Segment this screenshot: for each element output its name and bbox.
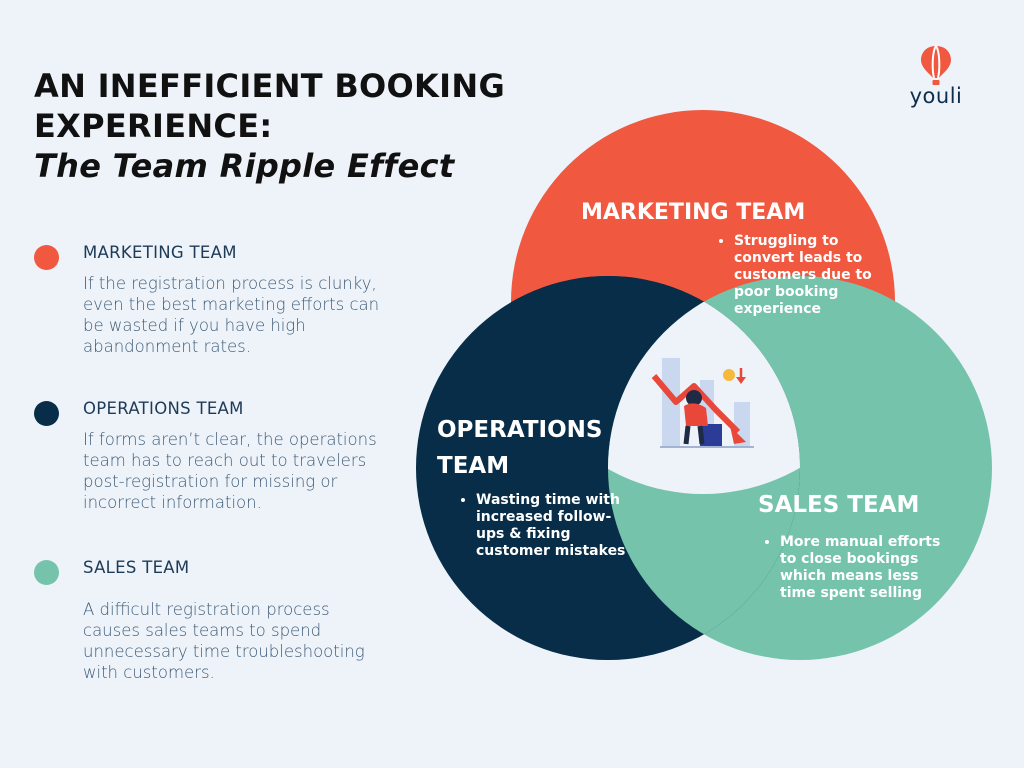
legend-marketing-description: If the registration process is clunky, e… (83, 274, 380, 356)
legend-operations-heading: OPERATIONS TEAM (83, 399, 244, 418)
legend-item-marketing: MARKETING TEAM If the registration proce… (34, 242, 394, 362)
legend-item-operations: OPERATIONS TEAM If forms aren’t clear, t… (34, 398, 394, 538)
page-subtitle: The Team Ripple Effect (34, 147, 455, 185)
declining-chart-stressed-person-icon (651, 358, 754, 448)
marketing-circle-title: MARKETING TEAM (581, 200, 806, 225)
legend-operations-description: If forms aren’t clear, the operations te… (83, 430, 377, 512)
operations-dot (34, 401, 59, 426)
operations-circle-title: OPERATIONS TEAM (437, 412, 602, 484)
operations-bullet: Wasting time with increased follow-ups &… (476, 492, 626, 560)
marketing-bullet: Struggling to convert leads to customers… (734, 233, 894, 318)
sales-dot (34, 560, 59, 585)
logo-text: youli (909, 84, 963, 108)
marketing-dot (34, 245, 59, 270)
sales-bullet: More manual efforts to close bookings wh… (780, 534, 950, 602)
sales-circle-title: SALES TEAM (758, 492, 920, 518)
sales-bullet-list: More manual efforts to close bookings wh… (760, 534, 950, 602)
legend-sales-description: A difficult registration process causes … (83, 600, 365, 682)
youli-logo: youli (904, 44, 968, 110)
title-line-1: AN INEFFICIENT BOOKING (34, 67, 506, 105)
operations-title-line-2: TEAM (437, 453, 510, 479)
marketing-bullet-list: Struggling to convert leads to customers… (714, 233, 894, 318)
operations-title-line-1: OPERATIONS (437, 417, 603, 443)
legend-sales-heading: SALES TEAM (83, 558, 190, 577)
legend-marketing-heading: MARKETING TEAM (83, 243, 237, 262)
title-line-2: EXPERIENCE: (34, 107, 273, 145)
hot-air-balloon-icon (921, 45, 951, 85)
operations-bullet-list: Wasting time with increased follow-ups &… (456, 492, 626, 560)
legend-item-sales: SALES TEAM A difficult registration proc… (34, 557, 394, 687)
page-title: AN INEFFICIENT BOOKING EXPERIENCE: The T… (34, 66, 574, 186)
